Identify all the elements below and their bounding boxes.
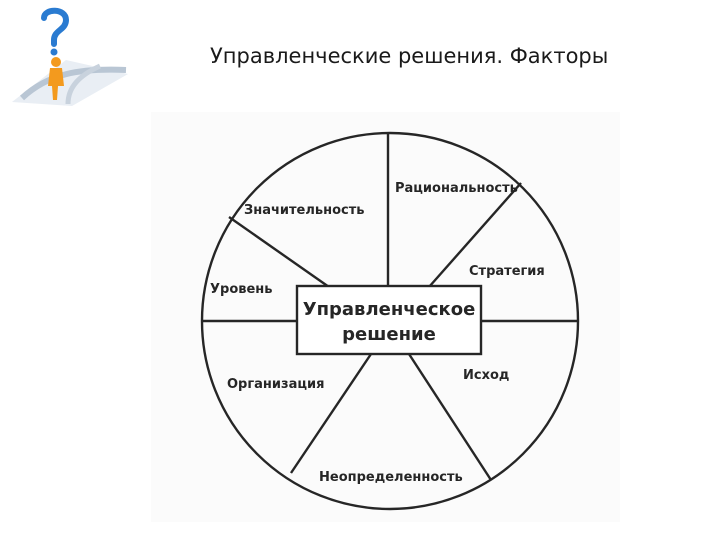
factors-diagram: Управленческое решение Рациональность Зн… (151, 112, 620, 522)
factor-label-outcome: Исход (463, 368, 509, 383)
factor-label-organization: Организация (227, 377, 324, 392)
question-person-logo-icon (12, 7, 128, 106)
slide-title: Управленческие решения. Факторы (210, 44, 609, 68)
factor-label-strategy: Стратегия (469, 264, 545, 279)
center-label-line1: Управленческое (303, 299, 476, 320)
factors-wheel: Управленческое решение Рациональность Зн… (200, 131, 580, 511)
factor-label-rationality: Рациональность (395, 181, 518, 196)
spoke-lower-left (290, 353, 372, 474)
factor-label-uncertainty: Неопределенность (319, 470, 463, 485)
center-label-line2: решение (342, 324, 436, 345)
spoke-upper-left (228, 216, 330, 288)
center-box (295, 284, 483, 356)
spoke-upper-right (428, 182, 522, 288)
factor-label-level: Уровень (210, 282, 273, 297)
factor-label-significance: Значительность (244, 203, 365, 218)
spoke-lower-right (407, 353, 493, 481)
